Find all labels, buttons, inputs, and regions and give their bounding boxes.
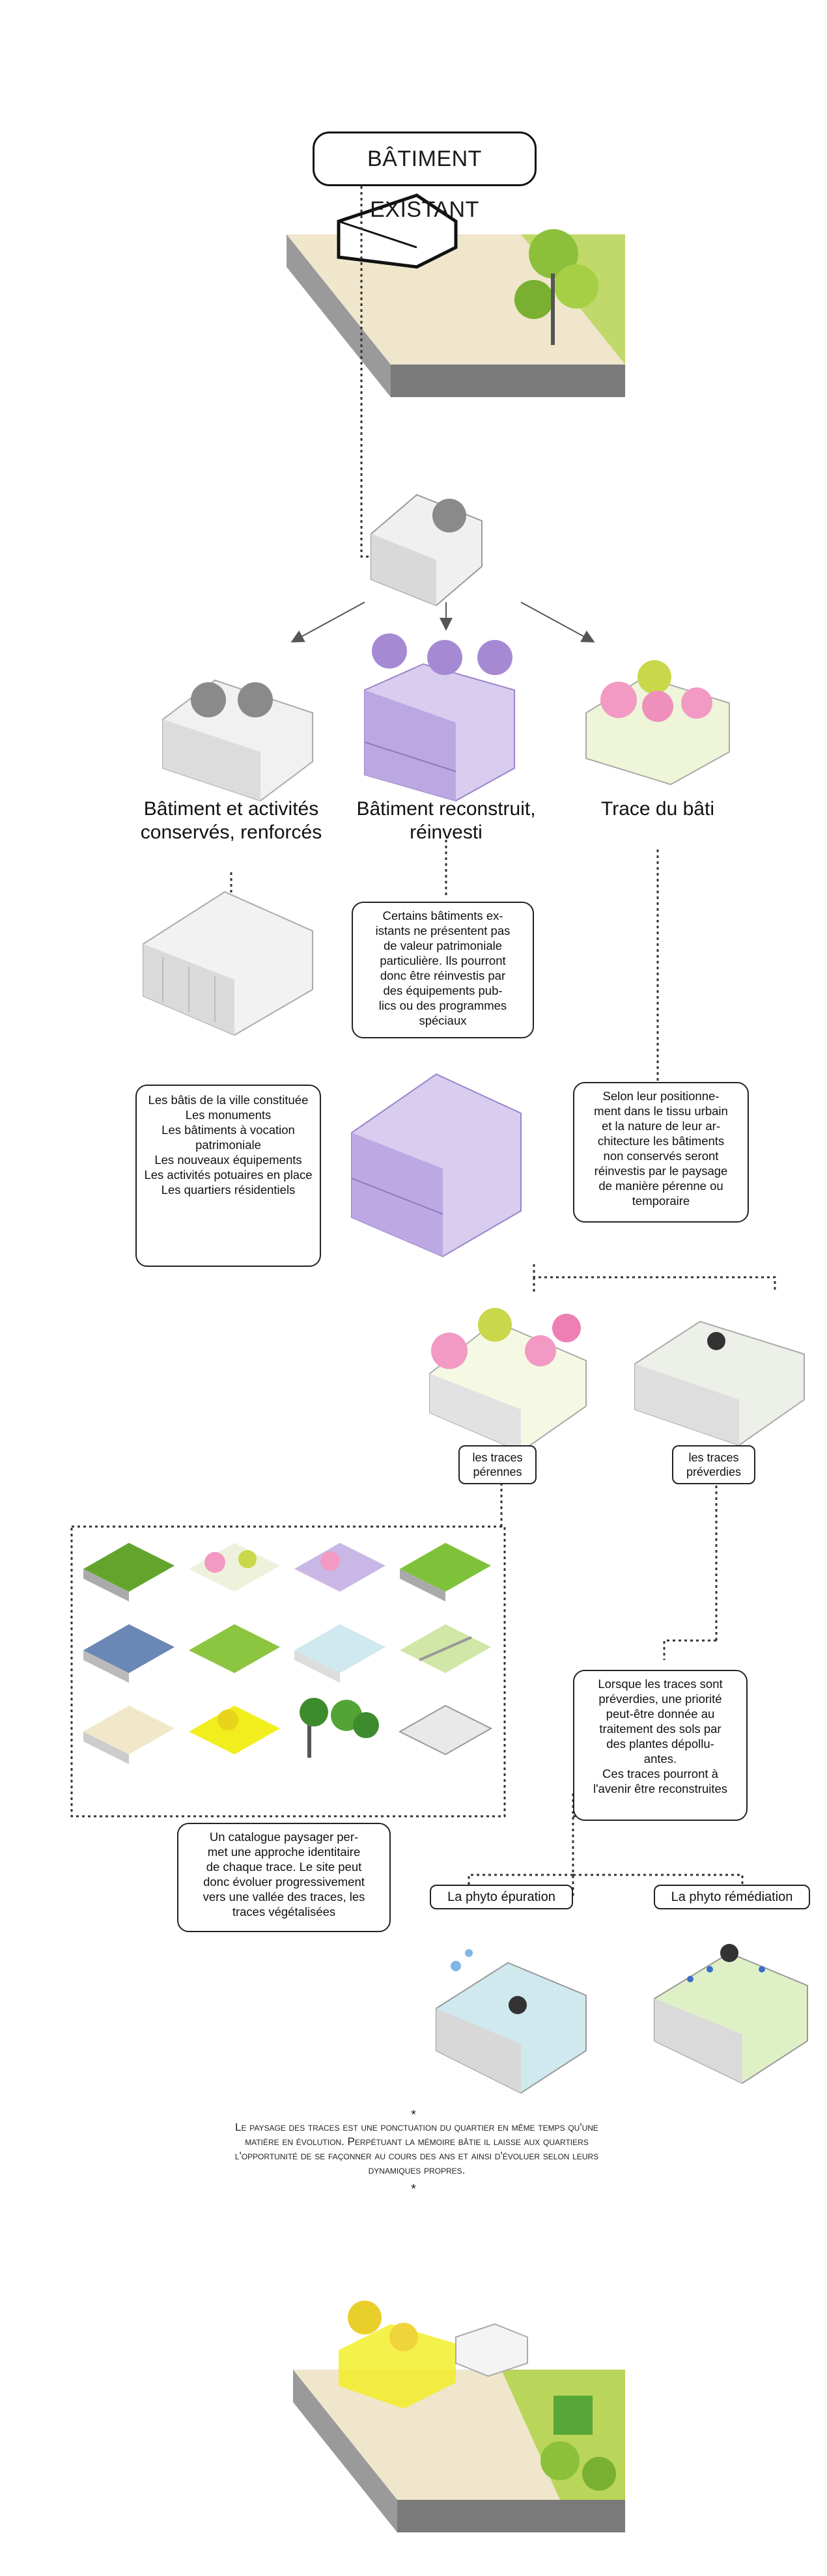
branch-center-building [364, 633, 515, 802]
right-text-line: et la nature de leur ar- [601, 1119, 721, 1133]
phyto-remediation-building [654, 1944, 808, 2084]
dotted-traces-split [533, 1264, 776, 1292]
conclusion-line: l'opportunité de se façonner au cours de… [234, 2150, 599, 2162]
arrow-left [290, 602, 365, 643]
water-drop-icon [720, 1944, 738, 1962]
two-people-icon [432, 499, 466, 533]
catalogue-line: Un catalogue paysager per- [209, 1830, 359, 1844]
preverdies-line: l'avenir être reconstruites [593, 1782, 728, 1795]
traces-preverdies-building [634, 1320, 805, 1447]
left-list-item: Les bâtiments à vocation patrimoniale [161, 1123, 295, 1152]
two-people-icon [238, 682, 273, 717]
left-list-item: Les quartiers résidentiels [161, 1183, 296, 1197]
catalogue-line: de chaque trace. Le site peut [206, 1860, 362, 1874]
preverdies-bubble: Lorsque les traces sont préverdies, une … [573, 1670, 748, 1821]
water-drop-icon [707, 1332, 725, 1350]
center-text-line: istants ne présentent pas [375, 924, 511, 937]
center-text-line: Certains bâtiments ex- [382, 909, 503, 922]
water-drop-icon [509, 1996, 527, 2014]
tag-traces-preverdies: les traces préverdies [672, 1445, 755, 1484]
site-existing-building [287, 193, 625, 397]
reconstructed-building [351, 1073, 522, 1258]
conserved-building [143, 891, 313, 1036]
right-text-line: temporaire [632, 1194, 690, 1208]
conclusion-star-top: * [411, 2108, 416, 2122]
conclusion-star-bottom: * [411, 2182, 416, 2196]
center-text-line: de valeur patrimoniale [383, 939, 503, 952]
preverdies-line: Lorsque les traces sont [598, 1677, 723, 1691]
catalogue-bubble: Un catalogue paysager per- met une appro… [177, 1823, 391, 1932]
preverdies-line: préverdies, une priorité [598, 1692, 722, 1706]
branch-left-label: Bâtiment et activités conservés, renforc… [140, 798, 322, 843]
center-text-line: donc être réinvestis par [380, 969, 506, 982]
tag-phyto-epuration: La phyto épuration [430, 1885, 573, 1909]
cocktail-icon [477, 640, 512, 675]
site-final [293, 2301, 625, 2532]
film-camera-icon [427, 640, 462, 675]
conclusion-line: dynamiques propres. [368, 2164, 466, 2176]
preverdies-line: des plantes dépollu- [606, 1737, 714, 1751]
tulip-icon [642, 691, 673, 722]
tag-line: les traces [688, 1451, 739, 1464]
left-list-item: Les monuments [185, 1108, 272, 1122]
theatre-masks-icon [372, 633, 407, 669]
preverdies-line: peut-être donnée au [606, 1707, 715, 1721]
left-list-item: Les bâtis de la ville constituée [148, 1093, 309, 1107]
left-list-item: Les activités potuaires en place [144, 1168, 313, 1182]
tag-line: pérennes [473, 1465, 522, 1478]
catalogue-frame [70, 1525, 506, 1818]
tag-phyto-remediation: La phyto rémédiation [654, 1885, 810, 1909]
branch-right-label: Trace du bâti [601, 798, 714, 820]
neutral-building [371, 493, 483, 607]
branch-center-label: Bâtiment reconstruit, réinvesti [356, 798, 536, 843]
right-text-line: de manière pérenne ou [598, 1179, 723, 1193]
catalogue-line: vers une vallée des traces, les [203, 1890, 365, 1904]
preverdies-line: traitement des sols par [599, 1722, 722, 1736]
right-text-bubble: Selon leur positionne- ment dans le tiss… [573, 1082, 749, 1223]
tree-cluster [514, 229, 598, 345]
preverdies-line: antes. [643, 1752, 677, 1766]
right-text-line: réinvestis par le paysage [594, 1164, 728, 1178]
catalogue-line: traces végétalisées [232, 1905, 336, 1918]
center-text-line: lics ou des programmes [378, 999, 507, 1012]
center-text-line: spéciaux [419, 1014, 467, 1027]
tag-line: les traces [472, 1451, 523, 1464]
left-list-bubble: Les bâtis de la ville constituée Les mon… [135, 1085, 321, 1267]
conclusion-line: Le paysage des traces est une ponctuatio… [235, 2121, 598, 2133]
center-text-line: particulière. Ils pourront [380, 954, 506, 967]
dotted-to-preverdies-bubble [663, 1639, 716, 1660]
right-text-line: chitecture les bâtiments [597, 1134, 725, 1148]
catalogue-grid [83, 1543, 493, 1764]
branch-left-building [162, 679, 313, 802]
right-text-line: Selon leur positionne- [602, 1089, 720, 1103]
catalogue-line: met une approche identitaire [207, 1845, 361, 1859]
conclusion-text: Le paysage des traces est une ponctuatio… [195, 2120, 638, 2178]
catalogue-line: donc évoluer progressivement [203, 1875, 365, 1889]
right-text-line: ment dans le tissu urbain [594, 1104, 728, 1118]
center-text-bubble: Certains bâtiments ex- istants ne présen… [352, 902, 534, 1038]
conclusion-line: matière en évolution. Perpétuant la mémo… [245, 2135, 589, 2148]
existing-building-bubble: BÂTIMENT EXISTANT [313, 132, 537, 222]
center-text-line: des équipements pub- [383, 984, 503, 997]
branch-right-trace [585, 660, 730, 786]
two-people-icon [191, 682, 226, 717]
phyto-epuration-building [436, 1949, 587, 2094]
left-list-item: Les nouveaux équipements [154, 1153, 302, 1167]
preverdies-line: Ces traces pourront à [602, 1767, 718, 1780]
arrow-right [520, 602, 595, 643]
traces-perennes-building [429, 1308, 587, 1453]
right-text-line: non conservés seront [603, 1149, 719, 1163]
tag-line: préverdies [686, 1465, 742, 1478]
tag-traces-perennes: les traces pérennes [458, 1445, 537, 1484]
